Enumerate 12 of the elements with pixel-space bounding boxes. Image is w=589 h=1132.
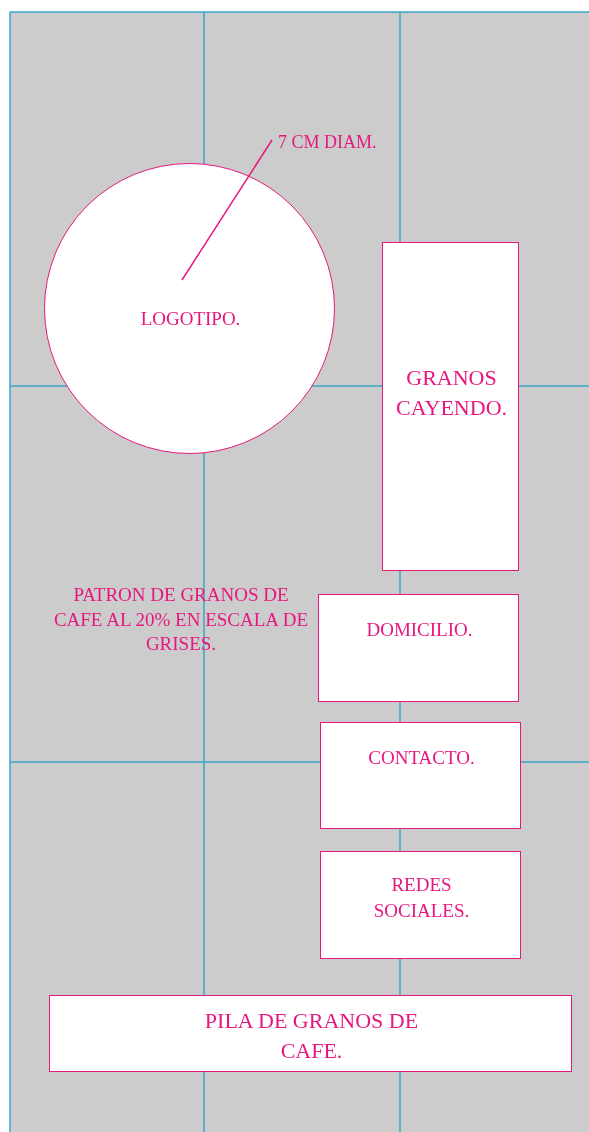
box-label: REDES SOCIALES. [372, 873, 471, 923]
content-box [49, 995, 572, 1072]
box-label: LOGOTIPO. [139, 307, 242, 331]
content-box [382, 242, 519, 571]
box-label: PILA DE GRANOS DE CAFE. [203, 1007, 420, 1065]
box-label: GRANOS CAYENDO. [395, 364, 508, 422]
box-label: CONTACTO. [367, 746, 476, 770]
content-box [320, 851, 521, 959]
content-box [320, 722, 521, 829]
content-box [318, 594, 519, 702]
dimension-label: 7 CM DIAM. [278, 131, 378, 154]
box-label: DOMICILIO. [365, 618, 474, 642]
